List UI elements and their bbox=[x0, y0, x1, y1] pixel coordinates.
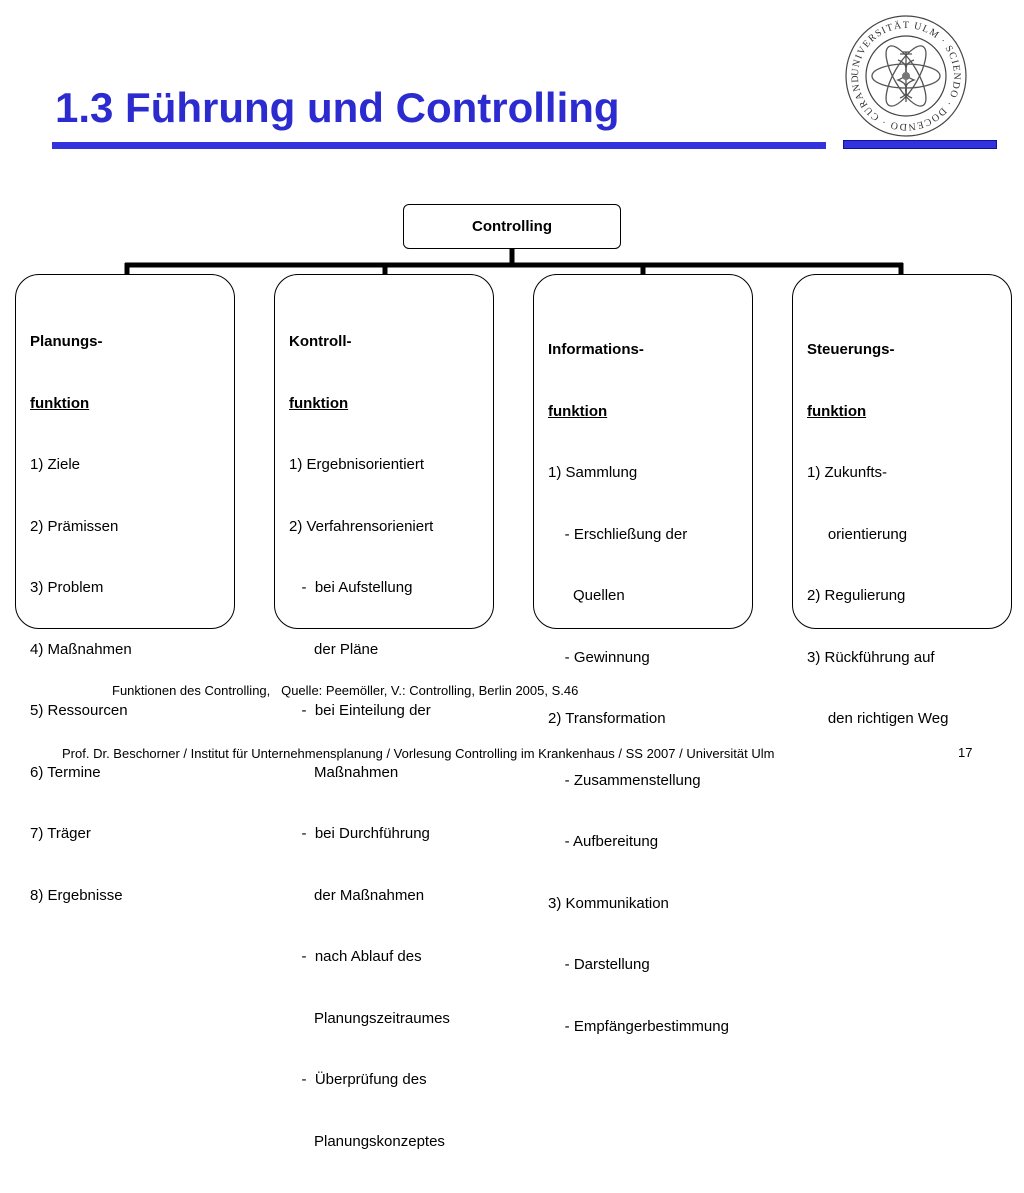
list-item: Quellen bbox=[548, 587, 625, 604]
list-item: der Pläne bbox=[289, 640, 379, 658]
list-item: Planungskonzeptes bbox=[289, 1132, 445, 1150]
controlling-root-label: Controlling bbox=[472, 218, 552, 235]
list-item: - Erschließung der bbox=[548, 525, 688, 543]
list-item: - Empfängerbestimmung bbox=[548, 1017, 729, 1035]
list-item: 2) Prämissen bbox=[30, 517, 119, 535]
informationsfunktion-box: Informations- funktion 1) Sammlung - Ers… bbox=[533, 274, 753, 1035]
steuerungsfunktion-box: Steuerungs- funktion 1) Zukunfts- orient… bbox=[792, 274, 1012, 727]
list-item: 1) Zukunfts- bbox=[807, 464, 888, 481]
list-item: 7) Träger bbox=[30, 825, 91, 842]
list-item: orientierung bbox=[807, 525, 908, 543]
list-item: 2) Transformation bbox=[548, 710, 666, 727]
list-item: 1) Ziele bbox=[30, 456, 81, 473]
list-item: - Zusammenstellung bbox=[548, 771, 701, 789]
list-item: 3) Kommunikation bbox=[548, 894, 669, 912]
controlling-root-box: Controlling bbox=[403, 204, 621, 249]
list-item: - Gewinnung bbox=[548, 648, 650, 666]
function-heading: Planungs- bbox=[30, 333, 103, 350]
function-heading-underlined: funktion bbox=[30, 394, 90, 412]
list-item: den richtigen Weg bbox=[807, 710, 949, 727]
list-item: 6) Termine bbox=[30, 763, 101, 781]
list-item: 2) Regulierung bbox=[807, 587, 906, 604]
title-underline bbox=[52, 142, 826, 149]
slide-title: 1.3 Führung und Controlling bbox=[55, 84, 620, 131]
function-heading: Steuerungs- bbox=[807, 341, 895, 358]
list-item: - bei Aufstellung bbox=[289, 579, 413, 596]
list-item: 2) Verfahrensorieniert bbox=[289, 517, 434, 535]
list-item: 4) Maßnahmen bbox=[30, 640, 132, 658]
list-item: 5) Ressourcen bbox=[30, 702, 128, 719]
function-heading-underlined: funktion bbox=[548, 402, 608, 420]
list-item: - bei Durchführung bbox=[289, 825, 430, 842]
title-underline-right bbox=[843, 140, 997, 149]
function-heading-underlined: funktion bbox=[807, 402, 867, 420]
hierarchy-connectors bbox=[124, 249, 904, 274]
list-item: 8) Ergebnisse bbox=[30, 886, 123, 904]
list-item: - Aufbereitung bbox=[548, 833, 659, 850]
list-item: - Darstellung bbox=[548, 956, 650, 973]
list-item: - nach Ablauf des bbox=[289, 948, 422, 965]
list-item: 1) Ergebnisorientiert bbox=[289, 456, 425, 473]
list-item: Maßnahmen bbox=[289, 763, 399, 781]
university-ulm-seal-icon: UNIVERSITÄT ULM · SCIENDO · DOCENDO · CU… bbox=[844, 14, 967, 137]
kontrollfunktion-box: Kontroll- funktion 1) Ergebnisorientiert… bbox=[274, 274, 494, 1150]
source-caption: Funktionen des Controlling, Quelle: Peem… bbox=[112, 683, 579, 698]
list-item: 1) Sammlung bbox=[548, 464, 638, 481]
list-item: Planungszeitraumes bbox=[289, 1009, 450, 1027]
list-item: - bei Einteilung der bbox=[289, 702, 431, 719]
slide-footer: Prof. Dr. Beschorner / Institut für Unte… bbox=[62, 746, 775, 761]
function-heading-underlined: funktion bbox=[289, 394, 349, 412]
function-heading: Kontroll- bbox=[289, 333, 352, 350]
planungsfunktion-box: Planungs- funktion 1) Ziele 2) Prämissen… bbox=[15, 274, 235, 904]
page-number: 17 bbox=[958, 745, 973, 760]
function-heading: Informations- bbox=[548, 341, 644, 358]
list-item: 3) Rückführung auf bbox=[807, 648, 935, 666]
list-item: der Maßnahmen bbox=[289, 886, 425, 904]
list-item: - Überprüfung des bbox=[289, 1071, 427, 1088]
list-item: 3) Problem bbox=[30, 579, 104, 596]
